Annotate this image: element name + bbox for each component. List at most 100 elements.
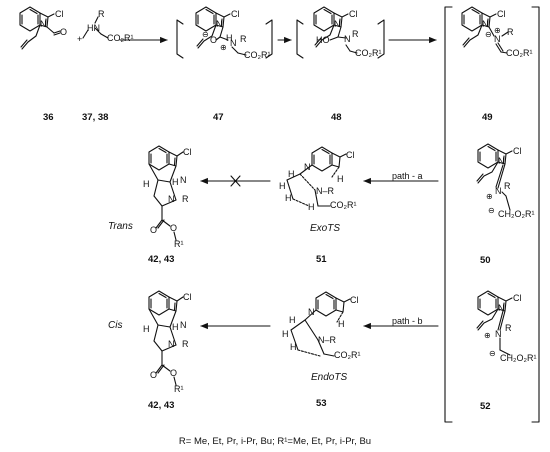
compound-50-label: 50	[480, 255, 491, 266]
atom-n-cis-b: N	[168, 339, 175, 349]
atom-n-49b: N	[494, 34, 501, 44]
atom-o-47: O	[210, 35, 218, 45]
structure-51-exo-ts	[286, 146, 347, 207]
ester-48: CO₂R¹	[355, 48, 382, 58]
atom-r-cis: R	[182, 339, 189, 349]
atom-cl-51: Cl	[346, 150, 355, 160]
atom-cl-47: Cl	[231, 9, 240, 19]
ester-37: CO₂R¹	[107, 33, 134, 43]
atom-cl-trans: Cl	[183, 147, 192, 157]
atom-n-48b: N	[344, 34, 351, 44]
compound-42-43-cis-label: 42, 43	[148, 400, 175, 411]
atom-n-48: N	[334, 19, 341, 29]
atom-ho-48: HO	[316, 35, 330, 45]
atom-h-51a: H	[288, 169, 295, 179]
atom-n-50: N	[498, 156, 505, 166]
atom-h-53b: H	[282, 329, 289, 339]
cis-label: Cis	[108, 320, 123, 331]
ester-51: CO₂R¹	[330, 200, 357, 210]
compound-47-label: 47	[213, 112, 224, 123]
atom-h-cis-b: H	[172, 322, 179, 332]
atom-r-52: R	[505, 323, 512, 333]
atom-n-50b: N	[495, 186, 502, 196]
atom-o-trans-a: O	[150, 225, 158, 235]
atom-o-36: O	[60, 27, 68, 37]
structure-50	[476, 143, 513, 211]
atom-r-47: R	[240, 34, 247, 44]
atom-r-37: R	[98, 9, 105, 19]
structure-48	[296, 6, 385, 59]
substituent-footnote: R= Me, Et, Pr, i-Pr, Bu; R¹=Me, Et, Pr, …	[178, 436, 372, 447]
atom-n-trans-b: N	[168, 194, 175, 204]
atom-cl-cis: Cl	[183, 292, 192, 302]
plus-52: ⊕	[484, 331, 491, 340]
atom-r-48: R	[352, 29, 359, 39]
atom-r-trans: R	[182, 194, 189, 204]
atom-h-51d: H	[337, 174, 344, 184]
atom-n-51: N	[304, 162, 311, 172]
compound-49-label: 49	[482, 112, 493, 123]
path-b-label: path - b	[392, 316, 423, 326]
atom-nr-51: N–R	[316, 186, 335, 196]
compound-42-43-trans-label: 42, 43	[148, 254, 175, 265]
path-a-label: path - a	[392, 171, 423, 181]
ester-49: CO₂R¹	[506, 48, 533, 58]
compound-53-label: 53	[316, 398, 327, 409]
atom-n-52: N	[498, 303, 505, 313]
structure-49	[461, 6, 509, 54]
atom-n-47b: N	[230, 38, 237, 48]
atom-cl-49: Cl	[497, 9, 506, 19]
compound-37-38-label: 37, 38	[82, 112, 109, 123]
atom-n-trans: N	[180, 175, 187, 185]
atom-cl-36: Cl	[55, 9, 64, 19]
minus-52: ⊖	[489, 349, 496, 358]
ester-50: CH₂O₂R¹	[498, 209, 535, 219]
atom-h-cis-a: H	[143, 324, 150, 334]
atom-r1-trans: R¹	[174, 239, 184, 249]
atom-n-53: N	[308, 307, 315, 317]
exo-ts-label: ExoTS	[310, 223, 341, 234]
trans-label: Trans	[108, 221, 133, 232]
atom-o-trans-b: O	[170, 223, 178, 233]
plus-49: ⊕	[494, 26, 501, 35]
structure-trans-42-43	[148, 145, 184, 241]
minus-50: ⊖	[488, 206, 495, 215]
minus-49: ⊖	[485, 30, 492, 39]
atom-n-49: N	[482, 19, 489, 29]
structure-cis-42-43	[148, 290, 184, 386]
atom-r-50: R	[504, 181, 511, 191]
atom-r1-cis: R¹	[174, 384, 184, 394]
atom-h-51c: H	[285, 193, 292, 203]
structure-53-endo-ts	[290, 291, 351, 357]
plus-sign: +	[77, 34, 83, 44]
plus-50: ⊕	[486, 192, 493, 201]
compound-36-label: 36	[43, 112, 54, 123]
compound-51-label: 51	[316, 254, 327, 265]
atom-h-trans-b: H	[172, 177, 179, 187]
atom-h-51e: H	[308, 202, 315, 212]
atom-o-cis-a: O	[150, 370, 158, 380]
structure-36	[19, 6, 61, 50]
structure-52	[476, 290, 513, 356]
minus-47: ⊖	[202, 30, 209, 39]
atom-r-49: R	[507, 27, 514, 37]
atom-h-trans-a: H	[143, 179, 150, 189]
atom-n-36: N	[40, 19, 47, 29]
atom-h-53c: H	[290, 342, 297, 352]
atom-h-53d: H	[338, 319, 345, 329]
atom-cl-52: Cl	[513, 293, 522, 303]
atom-n-47: N	[216, 19, 223, 29]
atom-nr-53: N–R	[318, 335, 337, 345]
ester-53: CO₂R¹	[334, 350, 361, 360]
atom-h-53a: H	[289, 315, 296, 325]
atom-cl-48: Cl	[349, 9, 358, 19]
atom-n-52b: N	[495, 329, 502, 339]
atom-o-cis-b: O	[170, 368, 178, 378]
atom-hn-37: HN	[87, 23, 100, 33]
compound-48-label: 48	[331, 112, 342, 123]
atom-cl-53: Cl	[350, 295, 359, 305]
compound-52-label: 52	[480, 401, 491, 412]
reaction-arrows	[119, 36, 439, 330]
